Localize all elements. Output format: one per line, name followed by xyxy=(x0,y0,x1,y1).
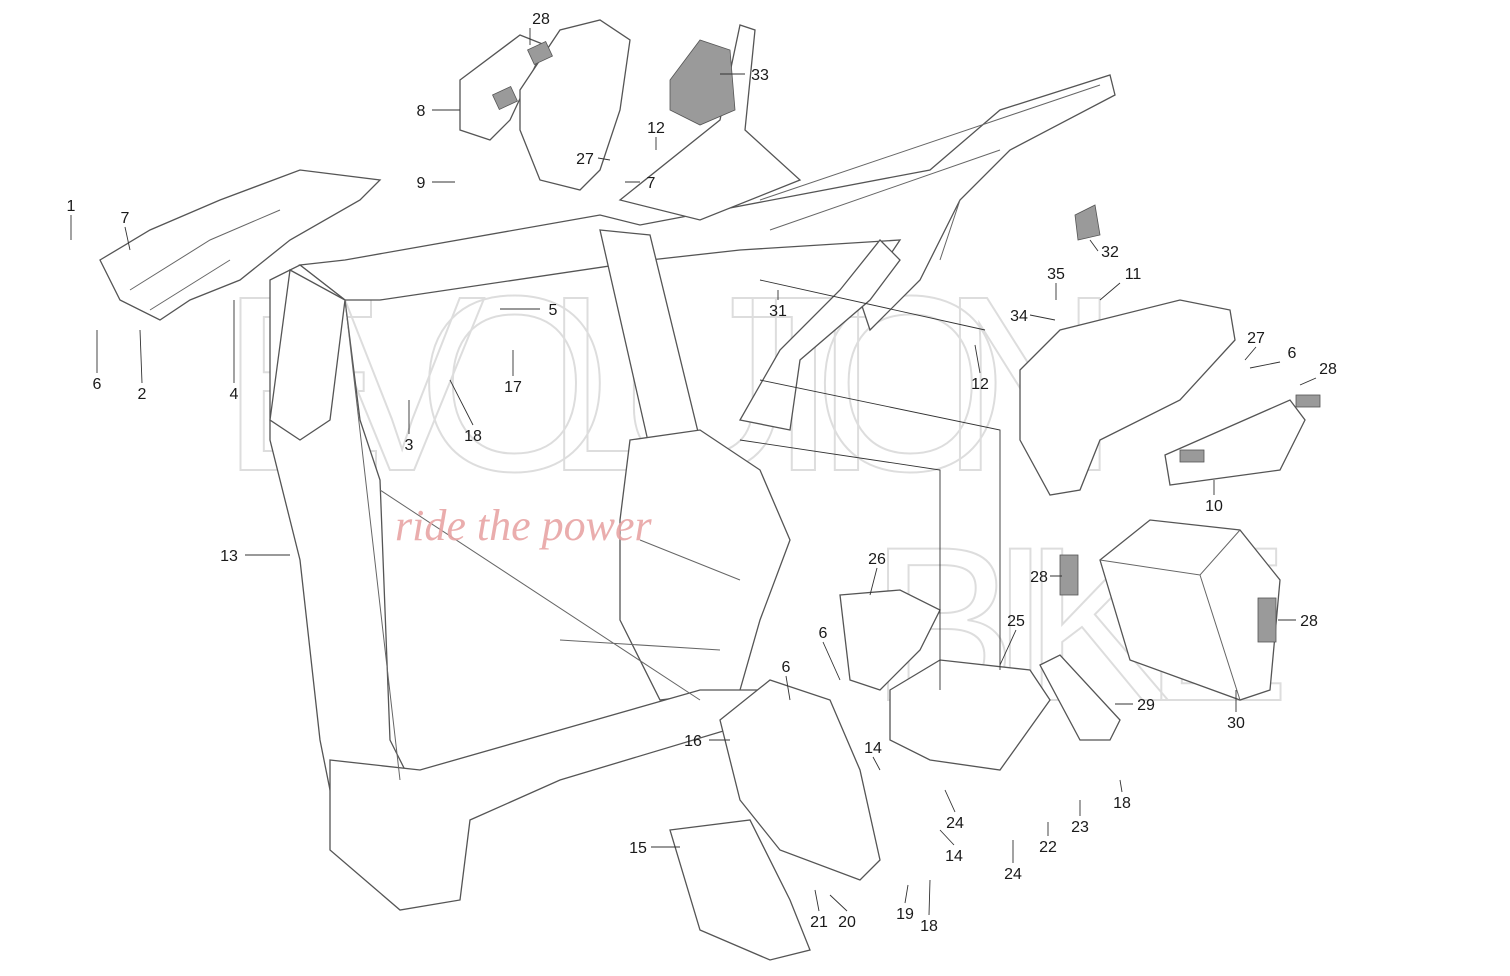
part-label: 18 xyxy=(1113,795,1131,812)
part-label: 17 xyxy=(504,379,522,396)
part-label: 27 xyxy=(1247,330,1265,347)
watermark-tagline: ride the power xyxy=(395,501,653,550)
part-label: 33 xyxy=(751,67,769,84)
part-label: 31 xyxy=(769,303,787,320)
part-label: 35 xyxy=(1047,266,1065,283)
part-label: 2 xyxy=(138,386,147,403)
part-label: 18 xyxy=(920,918,938,935)
part-label: 5 xyxy=(549,302,558,319)
part-label: 32 xyxy=(1101,244,1119,261)
part-label: 14 xyxy=(945,848,963,865)
top-covers xyxy=(459,19,736,191)
battery xyxy=(1059,519,1281,701)
right-side-cover xyxy=(1019,204,1321,496)
part-label: 28 xyxy=(1030,569,1048,586)
part-label: 34 xyxy=(1010,308,1028,325)
part-label: 27 xyxy=(576,151,594,168)
part-label: 10 xyxy=(1205,498,1223,515)
part-label: 14 xyxy=(864,740,882,757)
part-label: 7 xyxy=(647,175,656,192)
part-label: 21 xyxy=(810,914,828,931)
front-bracket xyxy=(99,169,382,321)
part-label: 3 xyxy=(405,437,414,454)
part-label: 25 xyxy=(1007,613,1025,630)
part-label: 6 xyxy=(819,625,828,642)
part-label: 19 xyxy=(896,906,914,923)
part-label: 15 xyxy=(629,840,647,857)
frame-assembly xyxy=(269,24,1116,911)
part-label: 8 xyxy=(417,103,426,120)
part-label: 28 xyxy=(1300,613,1318,630)
part-label: 6 xyxy=(93,376,102,393)
part-label: 9 xyxy=(417,175,426,192)
part-label: 18 xyxy=(464,428,482,445)
part-label: 29 xyxy=(1137,697,1155,714)
part-label: 24 xyxy=(946,815,964,832)
part-label: 28 xyxy=(532,11,550,28)
part-label: 6 xyxy=(1288,345,1297,362)
part-label: 7 xyxy=(121,210,130,227)
part-label: 30 xyxy=(1227,715,1245,732)
part-label: 22 xyxy=(1039,839,1057,856)
part-label: 16 xyxy=(684,733,702,750)
part-labels: 28 33 8 12 27 9 7 1 7 6 2 4 5 3 18 17 31… xyxy=(67,11,1337,935)
part-label: 6 xyxy=(782,659,791,676)
part-label: 28 xyxy=(1319,361,1337,378)
leader-lines xyxy=(70,28,1317,916)
part-label: 26 xyxy=(868,551,886,568)
part-label: 1 xyxy=(67,198,76,215)
part-label: 13 xyxy=(220,548,238,565)
part-label: 20 xyxy=(838,914,856,931)
part-label: 11 xyxy=(1125,266,1142,283)
lower-electronics xyxy=(669,589,1121,961)
part-label: 24 xyxy=(1004,866,1022,883)
part-label: 23 xyxy=(1071,819,1089,836)
part-label: 12 xyxy=(971,376,989,393)
part-label: 12 xyxy=(647,120,665,137)
part-label: 4 xyxy=(230,386,239,403)
